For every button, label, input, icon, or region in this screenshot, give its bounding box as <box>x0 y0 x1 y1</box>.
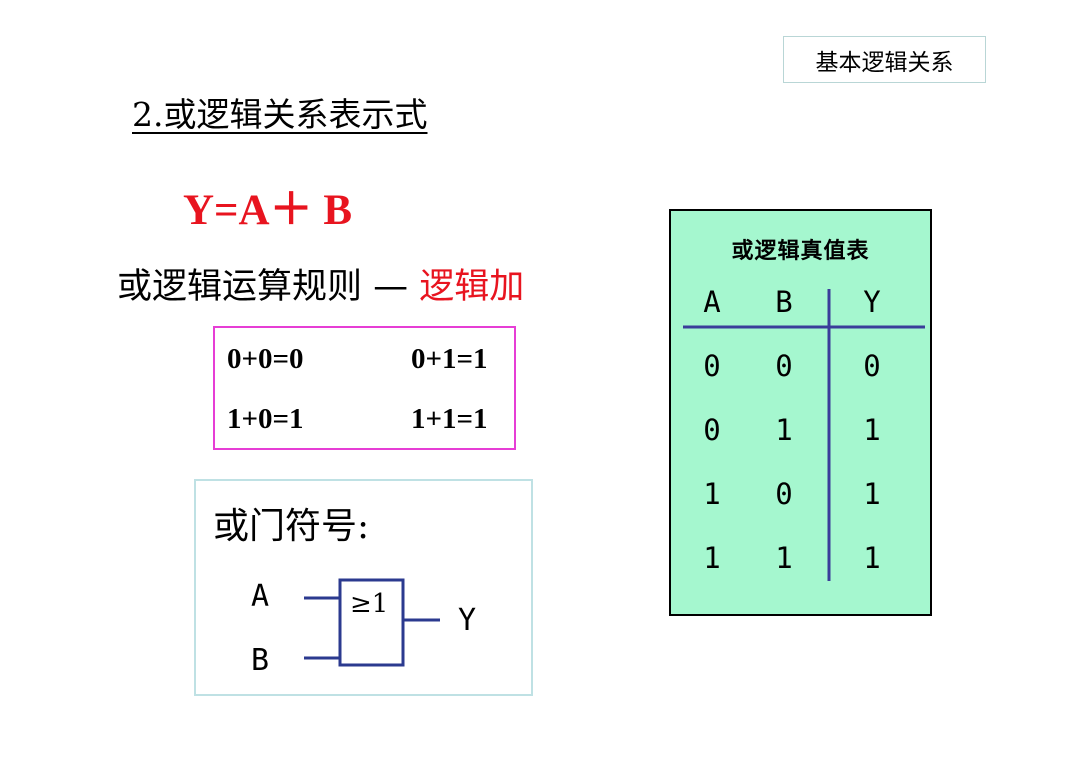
or-formula: Y=A＋ B <box>183 187 353 234</box>
corner-label: 基本逻辑关系 <box>783 36 986 83</box>
truth-table-title: 或逻辑真值表 <box>731 238 870 264</box>
truth-table-cell: 0 <box>775 349 793 383</box>
gate-symbol-label: ≥1 <box>350 589 388 619</box>
rule-heading: 或逻辑运算规则 — 逻辑加 <box>117 258 524 309</box>
rule-item: 0+0=0 <box>227 343 304 375</box>
truth-table-cell: 1 <box>863 541 881 575</box>
gate-symbol-box: 或门符号: ≥1 A B Y <box>194 479 533 696</box>
truth-table-lines <box>683 289 925 581</box>
truth-table-cell: 1 <box>863 477 881 511</box>
truth-table-cell: 1 <box>703 477 721 511</box>
rule-heading-highlight: 逻辑加 <box>419 267 525 307</box>
truth-table-header: A <box>703 285 721 319</box>
truth-table-cell: 0 <box>703 349 721 383</box>
rule-item: 1+0=1 <box>227 403 304 435</box>
gate-output-label: Y <box>458 603 477 638</box>
truth-table-header: B <box>775 285 793 319</box>
gate-input-b-label: B <box>251 643 270 678</box>
rule-heading-text: 或逻辑运算规则 — <box>117 267 409 307</box>
gate-body <box>338 578 405 667</box>
truth-table-cell: 0 <box>775 477 793 511</box>
rule-item: 1+1=1 <box>411 403 488 435</box>
truth-table: 或逻辑真值表 A B Y 0 0 0 0 1 1 1 0 1 1 1 1 <box>669 209 932 616</box>
or-gate-diagram: ≥1 <box>304 578 440 667</box>
gate-title: 或门符号: <box>213 506 370 547</box>
truth-table-cell: 0 <box>703 413 721 447</box>
truth-table-cell: 1 <box>775 541 793 575</box>
truth-table-cell: 0 <box>863 349 881 383</box>
rule-item: 0+1=1 <box>411 343 488 375</box>
truth-table-cell: 1 <box>863 413 881 447</box>
truth-table-header: Y <box>863 285 881 319</box>
gate-input-a-label: A <box>251 579 270 614</box>
section-title: 2.或逻辑关系表示式 <box>132 95 428 134</box>
truth-table-cell: 1 <box>703 541 721 575</box>
truth-table-cell: 1 <box>775 413 793 447</box>
rule-box: 0+0=0 0+1=1 1+0=1 1+1=1 <box>213 326 516 450</box>
